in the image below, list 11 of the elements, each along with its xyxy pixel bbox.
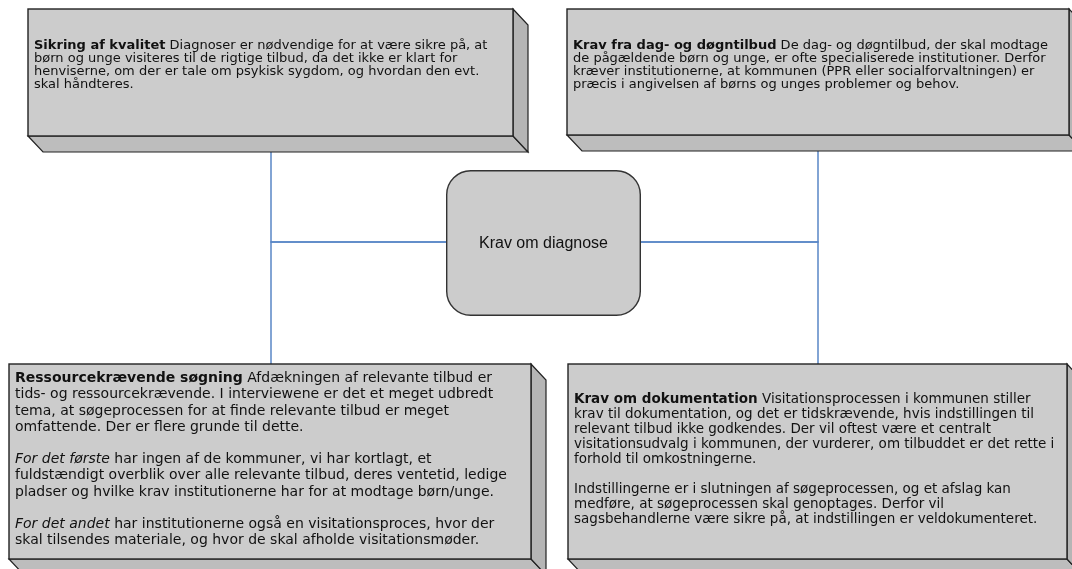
paragraph: Krav om dokumentation Visitationsprocessen i kommunen stiller krav til dokumentation, og det er tidskrævende, hvis indstillingen til relevant tilbud ikke godkendes. Der vil oftest være et centralt visitationsudvalg i kommunen, der vurderer, om tilbuddet er det rette i forhold til omkostningerne. (574, 391, 1056, 466)
rounded-box (446, 170, 641, 316)
paragraph: Indstillingerne er i slutningen af søgeprocessen, og et afslag kan medføre, at søgeprocessen skal genoptages. Derfor vil sagsbehandlerne være sikre på, at indstillingen er veldokumenteret. (574, 481, 1039, 526)
connector-line (640, 241, 819, 365)
paragraph: Sikring af kvalitet Diagnoser er nødvendige for at være sikre på, at børn og unge visiteres til de rigtige tilbud, da det ikke er klart for henviserne, om der er tale om psykisk sygdom, og hvordan den evt. skal håndteres. (34, 38, 489, 90)
paragraph: For det første har ingen af de kommuner, vi har kortlagt, et fuldstændigt overblik over alle relevante tilbud, deres ventetid, ledige pladser og hvilke krav institutionerne har for at modtage børn/unge. (15, 450, 508, 500)
paragraph: For det andet har institutionerne også en visitationsproces, hvor der skal tilsendes materiale, og hvor de skal afholde visitationsmøder. (15, 515, 496, 548)
paragraph: Krav fra dag- og døgntilbud De dag- og døgntilbud, der skal modtage de pågældende børn og unge, er ofte specialiserede institutioner. Derfor kræver institutionerne, at kommunen (PPR eller socialforvaltningen) er præcis i angivelsen af børns og unges problemer og behov. (573, 38, 1050, 90)
node-label: Krav om diagnose (479, 234, 608, 252)
connector-line (270, 241, 447, 365)
paragraph: Ressourcekrævende søgning Afdækningen af relevante tilbud er tids- og ressourcekrævende. I interviewene er det et meget udbredt tema, at søgeprocessen for at finde relevante tilbud er meget omfattende. Der er flere grunde til dette. (15, 369, 495, 435)
